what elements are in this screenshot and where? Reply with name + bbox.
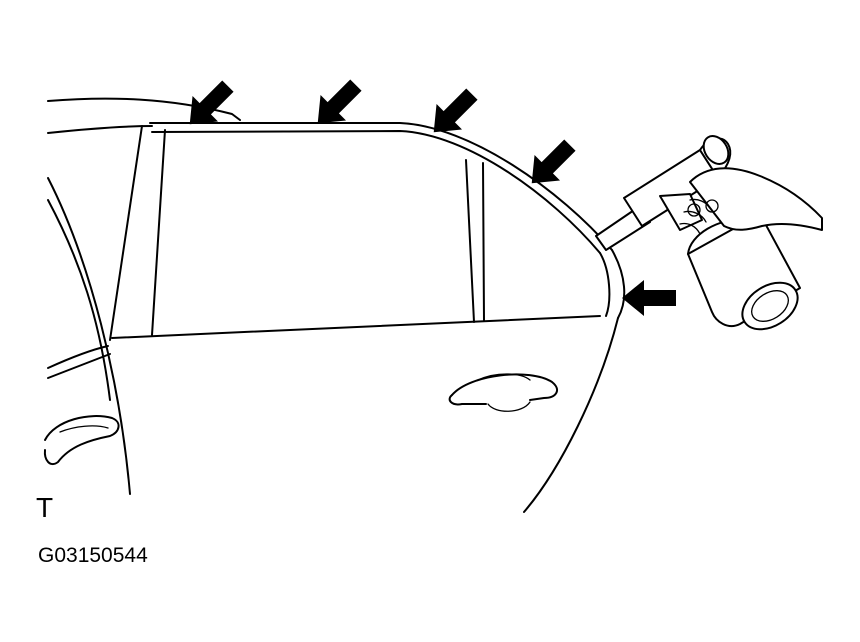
corner-mark: T bbox=[36, 492, 54, 523]
rear-door-outline bbox=[523, 317, 619, 513]
car-body-outline bbox=[47, 97, 241, 495]
arrow-icon bbox=[622, 280, 676, 316]
arrow-icon bbox=[433, 88, 478, 133]
front-door-handle-icon bbox=[43, 415, 120, 466]
hand-icon bbox=[679, 167, 823, 235]
window-frame bbox=[109, 122, 626, 341]
arrow-icon bbox=[317, 79, 362, 124]
spray-gun-icon bbox=[595, 135, 801, 331]
rear-door-handle-icon bbox=[448, 373, 559, 412]
arrow-icon bbox=[531, 139, 576, 184]
arrow-icon bbox=[189, 80, 234, 125]
figure-id: G03150544 bbox=[38, 544, 148, 567]
